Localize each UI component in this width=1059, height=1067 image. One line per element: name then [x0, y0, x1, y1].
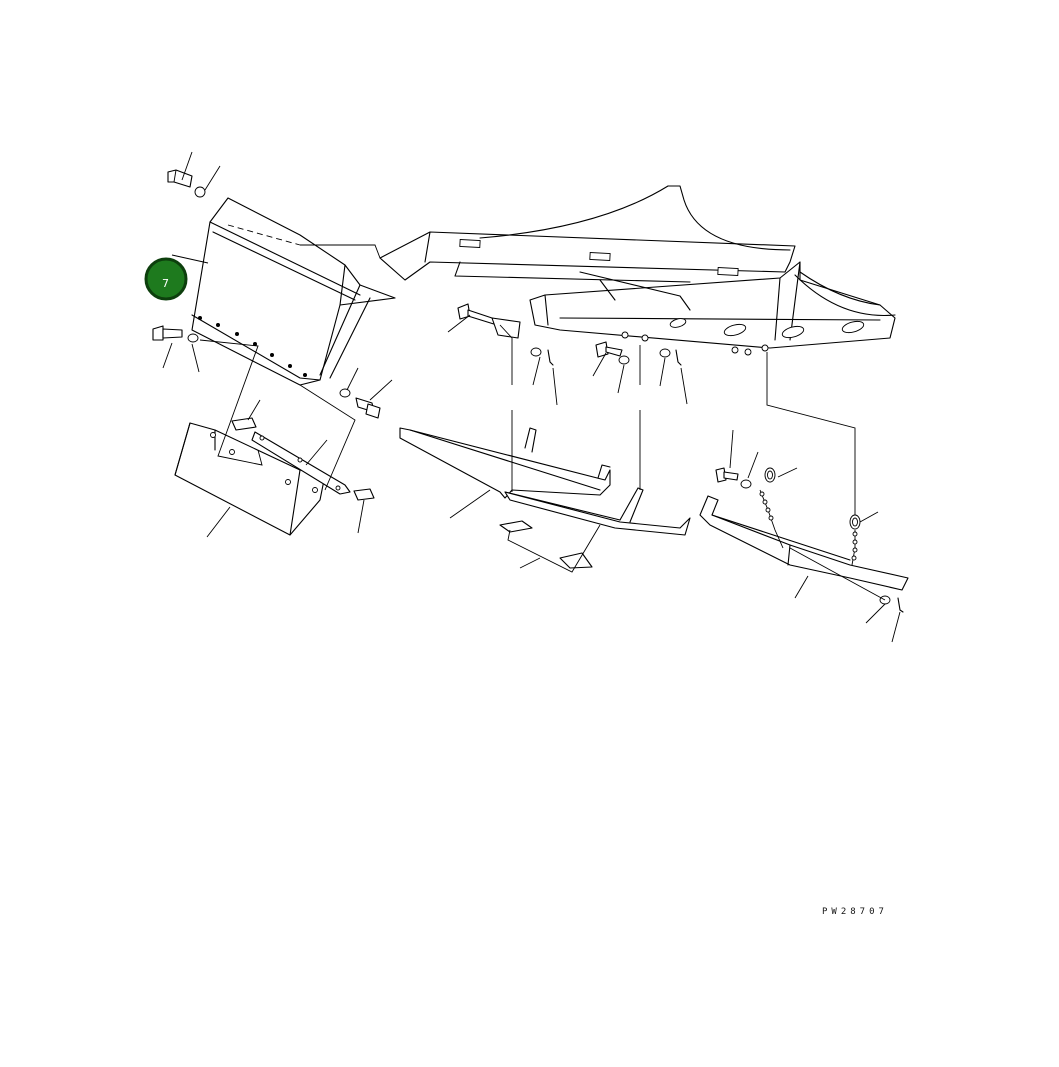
small-wedge-2: [559, 552, 593, 569]
washer-mid-left: [187, 333, 199, 343]
main-frame: [379, 185, 896, 356]
pin-center-2: [675, 349, 682, 366]
washer-center-1: [530, 347, 542, 357]
strap-bar: [251, 431, 351, 495]
pin-center-1: [547, 349, 554, 366]
washer-center-2: [618, 355, 630, 365]
bolt-mid-right: [355, 397, 381, 419]
washer-center-3: [659, 348, 671, 358]
small-wedge-1: [499, 520, 533, 533]
callout-label: 7: [162, 277, 169, 290]
bolt-center-1: [457, 303, 499, 326]
callout-badge: 7: [144, 257, 188, 301]
shackle-right-1: [764, 467, 776, 483]
small-plate-2: [353, 488, 375, 501]
washer-mid-right: [339, 388, 351, 398]
bolt-center-2: [595, 341, 623, 358]
lower-step-bar: [399, 427, 691, 536]
small-plate-1: [231, 417, 257, 431]
bolt-mid-left: [152, 325, 183, 341]
leader-lines: [162, 151, 901, 643]
bracket-center: [491, 317, 521, 339]
chain-right: [851, 530, 858, 566]
chain-left: [759, 489, 784, 549]
pin-far-right: [897, 597, 904, 613]
left-cover-panel: [191, 197, 396, 386]
bolt-top-left: [167, 169, 193, 188]
lower-cover-box: [174, 422, 326, 536]
drawing-code: PW28707: [822, 907, 888, 917]
right-step: [699, 495, 909, 591]
bolt-right: [715, 467, 739, 483]
washer-right: [740, 479, 752, 489]
washer-top-left: [194, 186, 206, 198]
shackle-right-2: [849, 514, 861, 530]
